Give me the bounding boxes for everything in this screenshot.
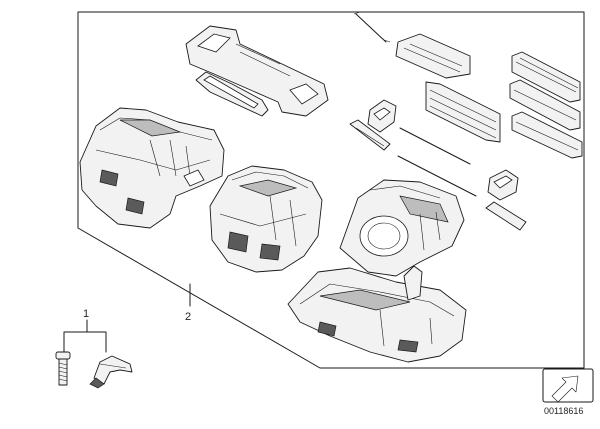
- lower-housing-part: [287, 265, 467, 363]
- group-frame: [77, 11, 585, 369]
- screw-part: [55, 351, 71, 386]
- flap-strip-part-2: [509, 79, 581, 131]
- long-rod-part-2: [397, 155, 477, 197]
- callout-2: 2: [185, 311, 191, 323]
- rod-part: [353, 11, 391, 43]
- flap-strip-part-3: [511, 111, 583, 159]
- clip-strip-part-2: [485, 201, 527, 231]
- heater-box-part: [209, 165, 323, 273]
- housing-left-part: [79, 107, 225, 229]
- flap-strip-part: [511, 51, 581, 103]
- slide-plate-part: [395, 33, 471, 79]
- vent-block-part: [367, 99, 397, 133]
- long-rod-part: [399, 127, 471, 165]
- orientation-box: [542, 368, 594, 403]
- clip-part: [89, 355, 133, 389]
- seal-loop-part: [195, 71, 269, 117]
- diagram-id: 00118616: [544, 406, 583, 416]
- leader-1-branch: [63, 331, 107, 353]
- shutter-part: [425, 81, 501, 143]
- vent-block-part-2: [487, 169, 519, 201]
- filter-frame-part: [185, 25, 329, 117]
- distribution-housing-part: [339, 179, 465, 277]
- clip-strip-part: [349, 119, 391, 151]
- callout-1: 1: [83, 308, 89, 320]
